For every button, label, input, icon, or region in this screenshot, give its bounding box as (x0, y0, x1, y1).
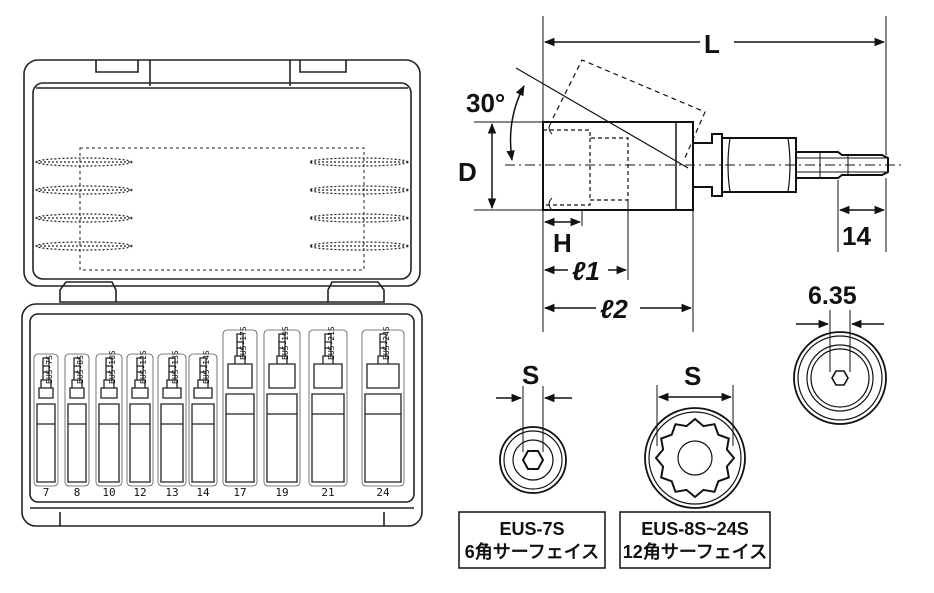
tray-socket-model-label: EUS-7S (45, 355, 54, 384)
tray-slot-size-label: 7 (43, 486, 50, 499)
case-hinge (59, 281, 385, 303)
length-label: L (704, 29, 720, 59)
tray-socket-19: EUS-19S 19 (263, 326, 301, 499)
tray-slot-size-label: 13 (165, 486, 178, 499)
shank-end-view (793, 310, 887, 425)
tray-socket-7: EUS-7S 7 (33, 353, 59, 499)
caption-hex: EUS-7S 6角サーフェイス (458, 511, 606, 569)
angle-label: 30° (466, 88, 505, 118)
tray-socket-model-label: EUS-17S (239, 326, 248, 360)
tray-socket-model-label: EUS-8S (76, 355, 85, 384)
tray-slot-size-label: 8 (74, 486, 81, 499)
twelve-point-socket-view (644, 385, 746, 509)
caption-twelve: EUS-8S~24S 12角サーフェイス (619, 511, 771, 569)
tray-slot-size-label: 12 (133, 486, 146, 499)
tray-socket-21: EUS-21S 21 (308, 326, 348, 499)
tray-socket-model-label: EUS-13S (171, 350, 180, 384)
caption-hex-desc: 6角サーフェイス (465, 541, 599, 562)
shank-length-label: 14 (842, 221, 871, 251)
tray-socket-17: EUS-17S 17 (222, 326, 258, 499)
tray-slot-size-label: 14 (196, 486, 210, 499)
tray-socket-model-label: EUS-14S (202, 350, 211, 384)
tray-socket-12: EUS-12S 12 (126, 350, 154, 499)
hex-socket-view (496, 386, 572, 494)
s-label-large: S (684, 361, 701, 391)
tray-socket-14: EUS-14S 14 (188, 350, 218, 499)
tray-slot-size-label: 19 (275, 486, 288, 499)
tray-slot-size-label: 21 (321, 486, 334, 499)
tray-socket-model-label: EUS-10S (108, 350, 117, 384)
tray-slot-size-label: 17 (233, 486, 246, 499)
h-label: H (553, 228, 572, 258)
tray-socket-10: EUS-10S 10 (95, 350, 123, 499)
hex-size-label: 6.35 (808, 282, 857, 310)
case-tray (21, 303, 423, 527)
tray-sockets: EUS-7S 7 EUS-8S 8 EUS-10S 10 EUS-12S 12 EUS-13S 1… (33, 326, 405, 499)
l2-label: ℓ2 (600, 294, 628, 324)
caption-twelve-desc: 12角サーフェイス (623, 541, 767, 562)
tray-socket-13: EUS-13S 13 (157, 350, 187, 499)
l1-label: ℓ1 (572, 256, 600, 286)
tray-socket-24: EUS-24S 24 (361, 326, 405, 499)
caption-hex-model: EUS-7S (499, 519, 564, 539)
side-view-labels: L 30° D H ℓ1 ℓ2 14 (458, 29, 871, 324)
diameter-label: D (458, 157, 477, 187)
caption-twelve-model: EUS-8S~24S (641, 519, 749, 539)
storage-case: EUS-7S 7 EUS-8S 8 EUS-10S 10 EUS-12S 12 EUS-13S 1… (21, 59, 423, 527)
tray-socket-model-label: EUS-24S (382, 326, 391, 360)
tray-slot-size-label: 10 (102, 486, 115, 499)
case-lid (23, 59, 421, 287)
tray-socket-8: EUS-8S 8 (64, 353, 90, 499)
tray-socket-model-label: EUS-19S (281, 326, 290, 360)
tray-slot-size-label: 24 (376, 486, 390, 499)
s-label-small: S (522, 360, 539, 390)
lid-bit-holders (35, 157, 409, 251)
tray-socket-model-label: EUS-12S (139, 350, 148, 384)
tray-socket-model-label: EUS-21S (327, 326, 336, 360)
